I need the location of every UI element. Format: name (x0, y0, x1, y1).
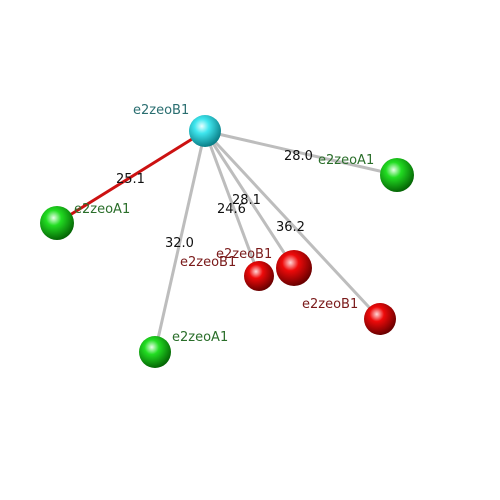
bonds (56, 129, 398, 353)
atom-b1-small-red[interactable] (244, 261, 274, 291)
atom-a1-right-green[interactable] (380, 158, 414, 192)
atom-label-b1-large: e2zeoB1 (216, 247, 272, 262)
distance-label-center-b1-small: 24.6 (217, 202, 246, 217)
atom-center-cyan[interactable] (189, 115, 221, 147)
atom-b1-large-red[interactable] (276, 250, 312, 286)
atom-label-center: e2zeoB1 (133, 103, 189, 118)
bond-center-a1-bottom[interactable] (153, 130, 207, 353)
atoms (40, 115, 414, 368)
distance-label-center-a1-bottom: 32.0 (165, 236, 194, 251)
atom-label-b1-small: e2zeoB1 (180, 255, 236, 270)
distance-label-center-b1-large: 28.1 (232, 193, 261, 208)
distance-label-center-a1-left: 25.1 (116, 172, 145, 187)
distance-label-center-a1-right: 28.0 (284, 149, 313, 164)
bond-center-a1-right[interactable] (204, 129, 398, 177)
bond-center-b1-large[interactable] (203, 130, 296, 269)
atom-label-b1-far: e2zeoB1 (302, 297, 358, 312)
atom-label-a1-left: e2zeoA1 (74, 202, 130, 217)
bond-center-b1-small[interactable] (203, 130, 261, 277)
atom-a1-left-green[interactable] (40, 206, 74, 240)
atom-label-a1-bottom: e2zeoA1 (172, 330, 228, 345)
atom-a1-bottom-green[interactable] (139, 336, 171, 368)
atom-labels: e2zeoB1 e2zeoA1 e2zeoA1 e2zeoA1 e2zeoB1 … (74, 103, 374, 345)
distance-label-center-b1-far: 36.2 (276, 220, 305, 235)
bond-center-b1-far[interactable] (203, 129, 382, 321)
atom-label-a1-right: e2zeoA1 (318, 153, 374, 168)
bond-center-a1-left[interactable] (56, 129, 206, 225)
distance-labels: 25.1 28.0 32.0 24.6 28.1 36.2 (116, 149, 313, 251)
atom-b1-far-red[interactable] (364, 303, 396, 335)
